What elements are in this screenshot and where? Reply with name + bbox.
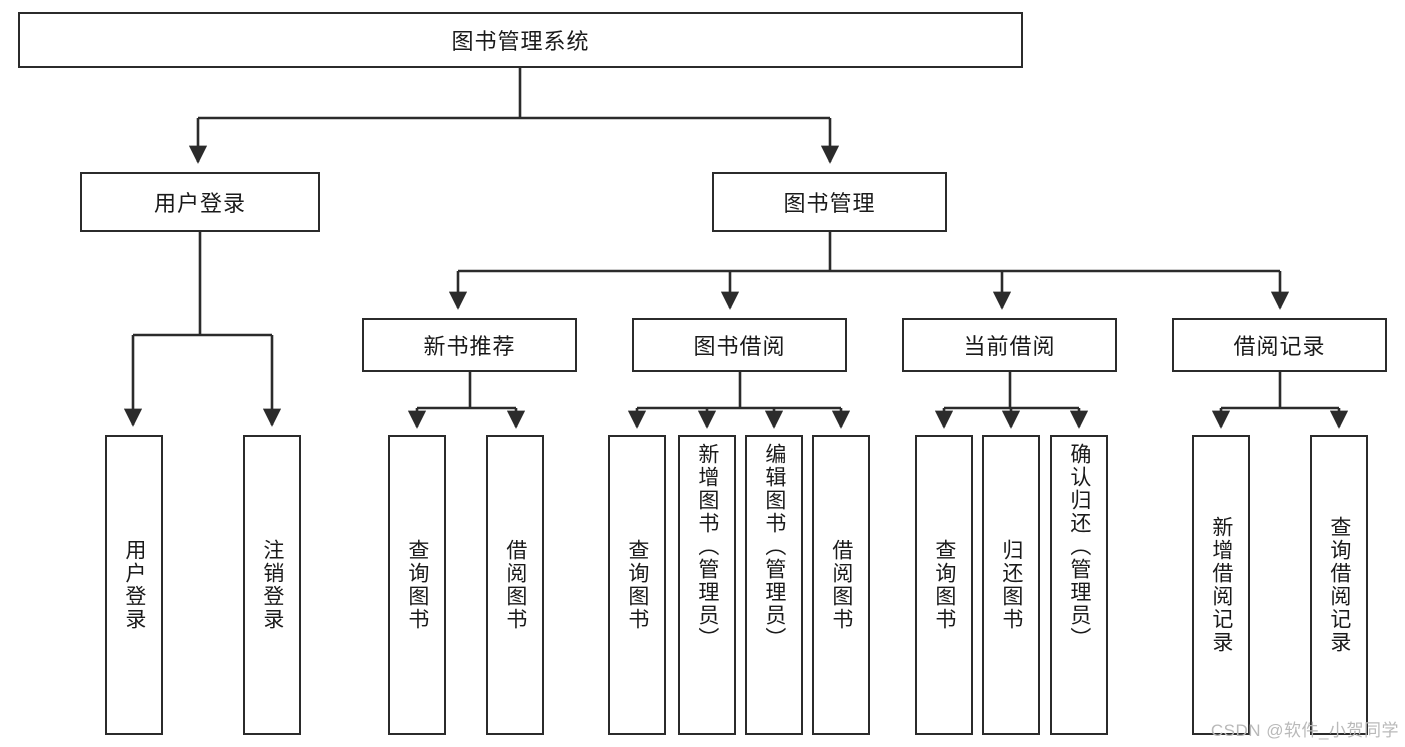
- node-root[interactable]: 图书管理系统: [18, 12, 1023, 68]
- node-leaf-query-record-label: 查询借阅记录: [1327, 516, 1351, 654]
- node-book-manage-label: 图书管理: [783, 191, 876, 216]
- node-leaf-user-logout[interactable]: 注销登录: [243, 435, 301, 735]
- node-leaf-return-book[interactable]: 归还图书: [982, 435, 1040, 735]
- node-leaf-borrow-book-2[interactable]: 借阅图书: [812, 435, 870, 735]
- node-leaf-edit-book[interactable]: 编辑图书（管理员）: [745, 435, 803, 735]
- node-book-manage[interactable]: 图书管理: [712, 172, 947, 232]
- node-leaf-user-login[interactable]: 用户登录: [105, 435, 163, 735]
- node-leaf-borrow-book-1[interactable]: 借阅图书: [486, 435, 544, 735]
- node-leaf-add-book-label: 新增图书（管理员）: [695, 443, 719, 650]
- watermark: CSDN @软件_小贺同学: [1210, 721, 1399, 740]
- node-user-login-label: 用户登录: [153, 191, 246, 216]
- node-new-book-rec[interactable]: 新书推荐: [362, 318, 577, 372]
- node-leaf-query-book-1-label: 查询图书: [405, 539, 429, 631]
- node-leaf-query-record[interactable]: 查询借阅记录: [1310, 435, 1368, 735]
- node-user-login[interactable]: 用户登录: [80, 172, 320, 232]
- node-new-book-rec-label: 新书推荐: [423, 334, 516, 359]
- node-leaf-add-record[interactable]: 新增借阅记录: [1192, 435, 1250, 735]
- node-leaf-return-book-label: 归还图书: [999, 539, 1023, 631]
- node-leaf-edit-book-label: 编辑图书（管理员）: [762, 443, 786, 650]
- node-book-borrow[interactable]: 图书借阅: [632, 318, 847, 372]
- node-root-label: 图书管理系统: [451, 29, 590, 54]
- node-leaf-borrow-book-1-label: 借阅图书: [503, 539, 527, 631]
- node-leaf-confirm-return[interactable]: 确认归还（管理员）: [1050, 435, 1108, 735]
- node-leaf-confirm-return-label: 确认归还（管理员）: [1067, 443, 1091, 650]
- node-leaf-user-logout-label: 注销登录: [260, 539, 284, 631]
- node-leaf-query-book-3-label: 查询图书: [932, 539, 956, 631]
- node-current-borrow[interactable]: 当前借阅: [902, 318, 1117, 372]
- node-leaf-query-book-1[interactable]: 查询图书: [388, 435, 446, 735]
- node-leaf-query-book-2[interactable]: 查询图书: [608, 435, 666, 735]
- node-current-borrow-label: 当前借阅: [963, 334, 1056, 359]
- node-leaf-query-book-2-label: 查询图书: [625, 539, 649, 631]
- node-book-borrow-label: 图书借阅: [693, 334, 786, 359]
- node-borrow-record[interactable]: 借阅记录: [1172, 318, 1387, 372]
- node-leaf-add-record-label: 新增借阅记录: [1209, 516, 1233, 654]
- node-borrow-record-label: 借阅记录: [1233, 334, 1326, 359]
- node-leaf-borrow-book-2-label: 借阅图书: [829, 539, 853, 631]
- node-leaf-add-book[interactable]: 新增图书（管理员）: [678, 435, 736, 735]
- node-leaf-query-book-3[interactable]: 查询图书: [915, 435, 973, 735]
- node-leaf-user-login-label: 用户登录: [122, 539, 146, 631]
